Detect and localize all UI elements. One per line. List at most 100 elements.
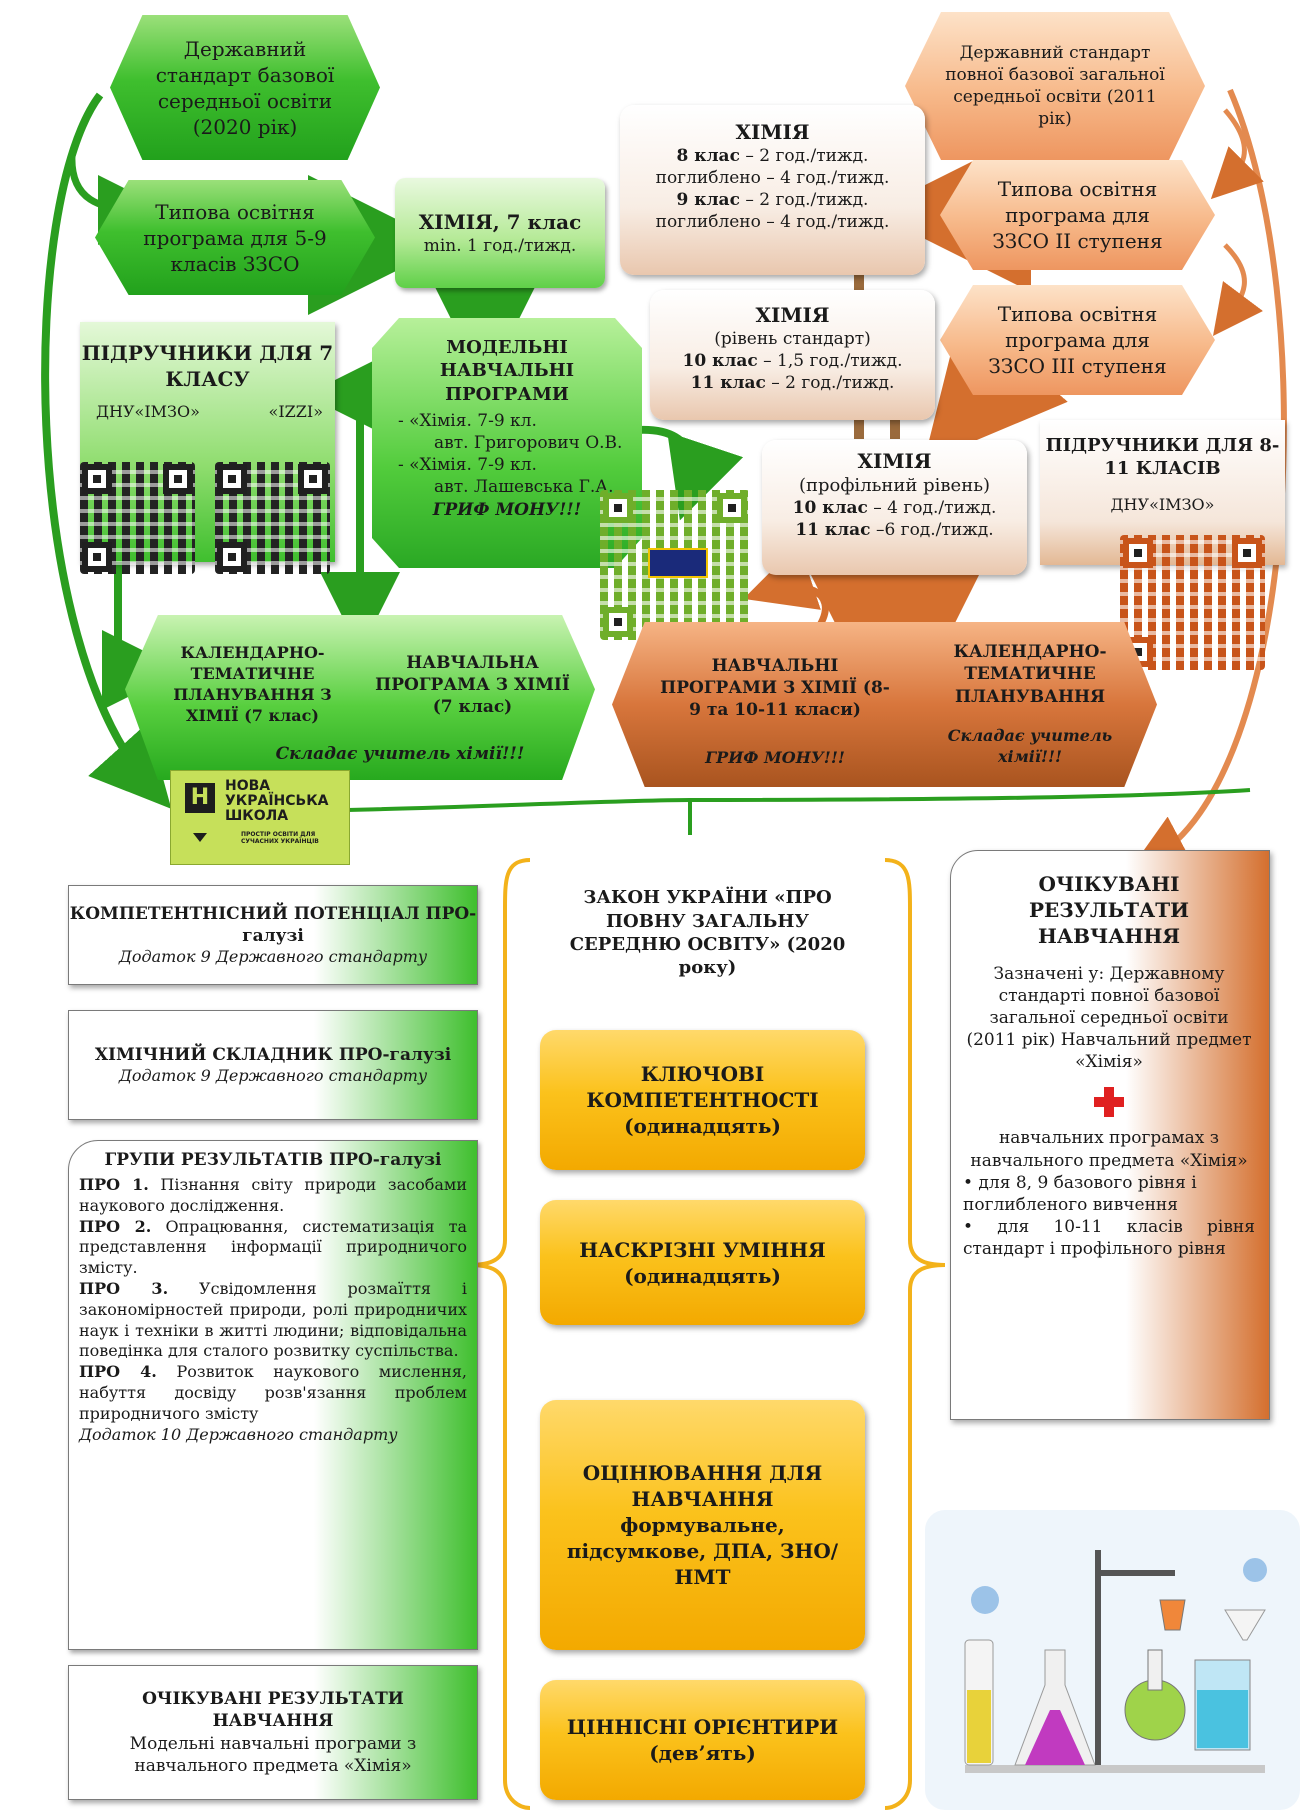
chem89-line3: – 2 год./тижд. [739, 190, 869, 211]
comp-potential-title: КОМПЕТЕНТНІСНИЙ ПОТЕНЦІАЛ ПРО-галузі [69, 903, 477, 946]
law-title: ЗАКОН УКРАЇНИ «ПРО ПОВНУ ЗАГАЛЬНУ СЕРЕДН… [569, 887, 846, 979]
chem-component-title: ХІМІЧНИЙ СКЛАДНИК ПРО-галузі [94, 1044, 452, 1065]
qr-logo-icon [648, 548, 708, 578]
qr-code-programs-icon[interactable] [600, 490, 750, 640]
model-title: МОДЕЛЬНІ НАВЧАЛЬНІ ПРОГРАМИ [439, 337, 575, 405]
books7-title: ПІДРУЧНИКИ ДЛЯ 7 КЛАСУ [81, 341, 334, 391]
expected-right-title: ОЧІКУВАНІ РЕЗУЛЬТАТИ НАВЧАННЯ [1028, 872, 1190, 948]
chem-prof-level: (профільний рівень) [798, 475, 991, 496]
values-box: ЦІННІСНІ ОРІЄНТИРИ (дев’ять) [540, 1680, 865, 1800]
chem-std-line2: – 2 год./тижд. [765, 373, 895, 394]
model-item1b: авт. Григорович О.В. [434, 433, 623, 454]
typ-iii-hex: Типова освітня програма для ЗЗСО ІІІ сту… [940, 285, 1215, 395]
chem-prof-box: ХІМІЯ (профільний рівень) 10 клас – 4 го… [762, 440, 1027, 575]
green-teacher-text: Складає учитель хімії!!! [275, 744, 525, 764]
std-basic-text: Державний стандарт базової середньої осв… [155, 36, 335, 139]
orange-teacher-text: Складає учитель хімії!!! [947, 726, 1113, 766]
chem89-line2: поглиблено – 4 год./тижд. [655, 168, 890, 189]
green-ktp-text: КАЛЕНДАРНО-ТЕМАТИЧНЕ ПЛАНУВАННЯ З ХІМІЇ … [173, 643, 332, 725]
chem7-box: ХІМІЯ, 7 клас min. 1 год./тижд. [395, 178, 605, 288]
groups-item2-label: ПРО 2. [79, 1216, 152, 1236]
expected-left-text: Модельні навчальні програми з навчальног… [129, 1733, 417, 1776]
groups-title: ГРУПИ РЕЗУЛЬТАТІВ ПРО-галузі [104, 1150, 442, 1170]
comp-potential-box: КОМПЕТЕНТНІСНИЙ ПОТЕНЦІАЛ ПРО-галузі Дод… [68, 885, 478, 985]
typ-5-9-hex: Типова освітня програма для 5-9 класів З… [95, 180, 375, 295]
chem-std-box: ХІМІЯ (рівень стандарт) 10 клас – 1,5 го… [650, 290, 935, 420]
orange-ktp-text: КАЛЕНДАРНО-ТЕМАТИЧНЕ ПЛАНУВАННЯ [953, 642, 1107, 707]
typ-5-9-text: Типова освітня програма для 5-9 класів З… [143, 199, 327, 276]
expected-left-box: ОЧІКУВАНІ РЕЗУЛЬТАТИ НАВЧАННЯ Модельні н… [68, 1665, 478, 1800]
key-comp-text: КЛЮЧОВІ КОМПЕТЕНТНОСТІ (одинадцять) [586, 1062, 819, 1138]
expected-left-title: ОЧІКУВАНІ РЕЗУЛЬТАТИ НАВЧАННЯ [142, 1689, 404, 1732]
orange-prog-text: НАВЧАЛЬНІ ПРОГРАМИ З ХІМІЇ (8-9 та 10-11… [660, 655, 890, 721]
qr-code-books811-icon[interactable] [1120, 535, 1265, 670]
std-full-text: Державний стандарт повної базової загаль… [945, 42, 1165, 130]
chemistry-lab-illustration [925, 1510, 1300, 1810]
groups-item1-label: ПРО 1. [79, 1175, 149, 1195]
model-grif: ГРИФ МОНУ!!! [432, 499, 582, 520]
books7-box: ПІДРУЧНИКИ ДЛЯ 7 КЛАСУ ДНУ«ІМЗО» «IZZI» [80, 322, 335, 574]
expected-right-bullet2: • для 10-11 класів рівня стандарт і проф… [963, 1216, 1255, 1259]
chem-std-line1-b: 10 клас [682, 351, 758, 372]
orange-arrow-qr-curl [743, 543, 829, 627]
green-prog-text: НАВЧАЛЬНА ПРОГРАМА З ХІМІЇ (7 клас) [375, 652, 570, 718]
groups-item4-label: ПРО 4. [79, 1362, 157, 1382]
assessment-title: ОЦІНЮВАННЯ ДЛЯ НАВЧАННЯ [582, 1461, 823, 1511]
red-plus-icon [1094, 1087, 1124, 1118]
nus-logo-small: ПРОСТІР ОСВІТИ ДЛЯ СУЧАСНИХ УКРАЇНЦІВ [241, 831, 319, 845]
books7-publishers: ДНУ«ІМЗО» «IZZI» [80, 392, 335, 423]
groups-note: Додаток 10 Державного стандарту [79, 1424, 398, 1444]
chem7-hours: min. 1 год./тижд. [423, 235, 577, 256]
books7-pub1: ДНУ«ІМЗО» [96, 402, 200, 421]
books811-title: ПІДРУЧНИКИ ДЛЯ 8-11 КЛАСІВ [1045, 435, 1280, 480]
values-text: ЦІННІСНІ ОРІЄНТИРИ (дев’ять) [566, 1715, 839, 1765]
orange-arrow-typ3 [1212, 243, 1264, 336]
cross-skills-text: НАСКРІЗНІ УМІННЯ (одинадцять) [579, 1237, 826, 1288]
chem-prof-line1: – 4 год./тижд. [867, 498, 997, 519]
assessment-items: формувальне, підсумкове, ДПА, ЗНО/НМТ [566, 1513, 839, 1589]
chem7-title: ХІМІЯ, 7 клас [418, 209, 582, 234]
typ-ii-text: Типова освітня програма для ЗЗСО ІІ ступ… [992, 177, 1163, 253]
assessment-box: ОЦІНЮВАННЯ ДЛЯ НАВЧАННЯ формувальне, під… [540, 1400, 865, 1650]
yellow-brace-left [469, 858, 531, 1810]
typ-ii-hex: Типова освітня програма для ЗЗСО ІІ ступ… [940, 160, 1215, 270]
chem89-line3-b: 9 клас [676, 190, 740, 211]
model-item2b: авт. Лашевська Г.А. [434, 477, 614, 498]
model-item1a: - «Хімія. 7-9 кл. [398, 411, 537, 432]
std-full-hex: Державний стандарт повної базової загаль… [905, 12, 1205, 160]
chem-std-line2-b: 11 клас [690, 373, 766, 394]
chem89-line4: поглиблено – 4 год./тижд. [655, 212, 890, 233]
chem-std-level: (рівень стандарт) [714, 329, 871, 349]
groups-item2: Опрацювання, систематизація та представл… [79, 1216, 468, 1278]
orange-arrow-typ2 [1210, 108, 1264, 200]
expected-right-p2: навчальних програмах з навчального предм… [970, 1128, 1248, 1171]
comp-potential-note: Додаток 9 Державного стандарту [118, 946, 428, 966]
typ-iii-text: Типова освітня програма для ЗЗСО ІІІ сту… [988, 302, 1167, 378]
chem89-line1-b: 8 клас [676, 146, 740, 166]
expected-right-p1: Зазначені у: Державному стандарті повної… [966, 964, 1252, 1073]
green-bottom-hex [125, 615, 595, 780]
groups-item1: Пізнання світу природи засобами науковог… [79, 1175, 467, 1215]
chem-std-title: ХІМІЯ [755, 303, 830, 327]
chem-prof-line2-b: 11 клас [795, 520, 871, 541]
expected-right-bullet1: • для 8, 9 базового рівня і поглибленого… [963, 1172, 1197, 1215]
books811-pub: ДНУ«ІМЗО» [1110, 494, 1215, 514]
chem89-box: ХІМІЯ 8 клас – 2 год./тижд. поглиблено –… [620, 105, 925, 275]
chem89-title: ХІМІЯ [735, 120, 810, 144]
model-programs-box: МОДЕЛЬНІ НАВЧАЛЬНІ ПРОГРАМИ - «Хімія. 7-… [372, 318, 642, 568]
chem-prof-line1-b: 10 клас [792, 498, 868, 519]
groups-item3: Усвідомлення розмаїття і закономірностей… [79, 1279, 467, 1361]
nus-logo-icon: Н [185, 783, 215, 813]
chem-prof-title: ХІМІЯ [857, 449, 932, 473]
chem89-line1: – 2 год./тижд. [739, 146, 869, 166]
groups-item4: Розвиток наукового мислення, набуття дос… [79, 1362, 468, 1423]
qr-code-imzo-icon[interactable] [80, 462, 195, 574]
nus-arrow-icon [193, 833, 207, 842]
expected-right-box: ОЧІКУВАНІ РЕЗУЛЬТАТИ НАВЧАННЯ Зазначені … [950, 850, 1270, 1420]
cross-skills-box: НАСКРІЗНІ УМІННЯ (одинадцять) [540, 1200, 865, 1325]
qr-code-izzi-icon[interactable] [215, 462, 330, 574]
groups-item3-label: ПРО 3. [79, 1279, 169, 1299]
chem-std-line1: – 1,5 год./тижд. [757, 351, 903, 372]
